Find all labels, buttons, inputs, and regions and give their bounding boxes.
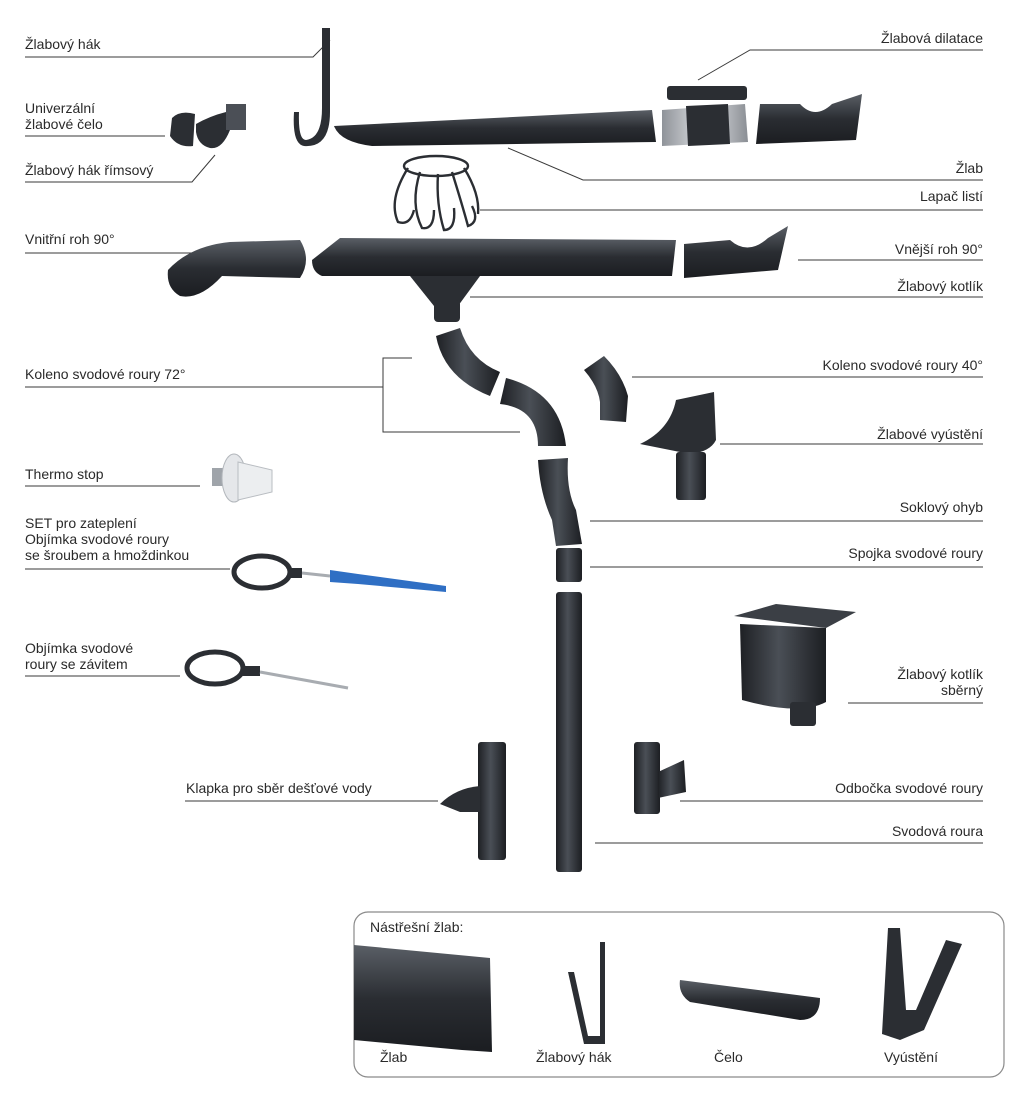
thermo-stop-icon [212,453,273,503]
inset-hook-icon [568,942,605,1044]
fascia-hook-icon [196,104,246,149]
gutter-end-cap-icon [170,112,195,147]
elbow-72-icon [436,328,566,446]
plinth-bend-icon [538,458,582,546]
outer-corner-icon [684,226,788,278]
downpipe-icon [556,592,582,872]
inset-label-hook: Žlabový hák [536,1049,612,1065]
gutter-expansion-joint-icon [662,86,748,146]
gutter-with-outlet-icon [312,238,676,322]
label-elbow-72: Koleno svodové roury 72° [25,366,186,382]
label-outer-corner: Vnější roh 90° [894,241,983,257]
pipe-coupling-icon [556,548,582,582]
inset-label-end-cap: Čelo [714,1049,743,1065]
inset-label-outlet: Vyústění [884,1049,938,1065]
elbow-40-icon [584,356,628,422]
label-expansion-joint: Žlabová dilatace [881,30,983,46]
label-rain-collector: Klapka pro sběr dešťové vody [186,780,372,796]
collecting-box-icon [734,604,856,726]
rain-collector-icon [440,742,506,860]
gutter-corner-icon [756,94,862,144]
label-collecting-box: Žlabový kotlík sběrný [897,666,983,698]
label-plinth-bend: Soklový ohyb [899,499,983,515]
label-gutter-hook: Žlabový hák [25,36,101,52]
label-gutter: Žlab [955,160,983,176]
inset-label-gutter: Žlab [380,1049,408,1065]
gutter-outlet-icon [640,392,716,500]
inset-title: Nástřešní žlab: [370,919,464,935]
inset-outlet-icon [882,928,962,1040]
label-leaf-guard: Lapač listí [919,188,983,204]
leader-lines [25,39,983,844]
label-pipe-branch: Odbočka svodové roury [835,780,983,796]
label-gutter-outlet-box: Žlabový kotlík [897,278,983,294]
label-pipe-coupling: Spojka svodové roury [848,545,983,561]
label-thermo-stop: Thermo stop [25,466,104,482]
label-elbow-40: Koleno svodové roury 40° [822,357,983,373]
label-inner-corner: Vnitřní roh 90° [25,231,115,247]
label-universal-end-cap: Univerzální žlabové čelo [25,100,103,132]
gutter-hook-icon [293,28,330,147]
label-fascia-hook: Žlabový hák římsový [25,162,154,178]
threaded-clamp-icon [184,649,349,690]
label-insulation-set: SET pro zateplení Objímka svodové roury … [25,515,190,563]
gutter-section-icon [334,110,656,146]
inset-gutter-icon [354,945,492,1052]
insulation-clamp-icon [231,553,446,592]
label-gutter-spout: Žlabové vyústění [877,426,983,442]
leaf-guard-icon [393,154,480,232]
label-downpipe: Svodová roura [891,823,983,839]
inset-end-cap-icon [679,980,820,1020]
pipe-branch-icon [634,742,686,814]
inner-corner-icon [167,240,306,297]
label-threaded-clamp: Objímka svodové roury se závitem [25,640,134,672]
